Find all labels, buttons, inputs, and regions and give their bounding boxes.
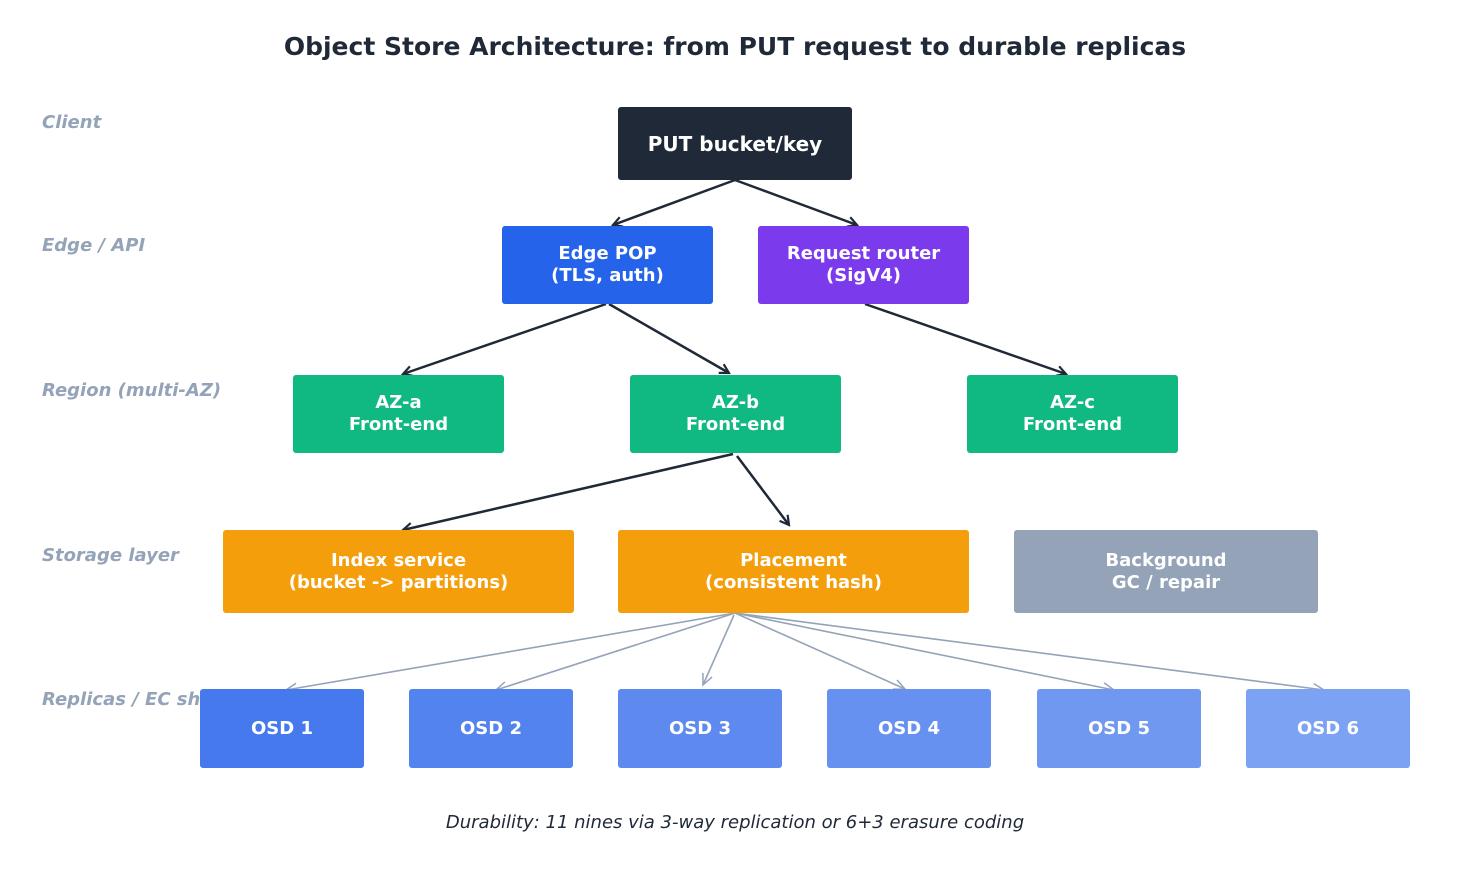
node-placement-label: Placement (consistent hash) [705, 549, 882, 593]
node-az-a-label: AZ-a Front-end [348, 392, 449, 435]
node-placement: Placement (consistent hash) [618, 530, 969, 613]
node-osd-2: OSD 2 [409, 689, 573, 768]
node-osd-5-label: OSD 5 [1088, 717, 1150, 739]
node-osd-5: OSD 5 [1037, 689, 1201, 768]
diagram-title: Object Store Architecture: from PUT requ… [283, 32, 1187, 61]
node-osd-3: OSD 3 [618, 689, 782, 768]
node-request-router: Request router (SigV4) [758, 226, 969, 304]
node-az-c-label: AZ-c Front-end [1022, 392, 1123, 435]
node-background-gc-repair: Background GC / repair [1014, 530, 1318, 613]
edge-placement-to-osd5 [734, 612, 1116, 694]
node-put-request: PUT bucket/key [618, 107, 852, 180]
durability-caption: Durability: 11 nines via 3-way replicati… [445, 812, 1025, 833]
edge-router-to-az-c [864, 302, 1066, 374]
node-index-service-label: Index service (bucket -> partitions) [288, 549, 509, 593]
node-az-b-label: AZ-b Front-end [685, 392, 786, 435]
layer-label-client: Client [42, 112, 102, 133]
edge-edge-pop-to-az-b [608, 302, 729, 373]
node-osd-6-label: OSD 6 [1297, 717, 1359, 739]
node-edge-pop-label: Edge POP (TLS, auth) [551, 243, 664, 286]
edge-put-to-edge-pop [613, 178, 736, 225]
layer-label-storage: Storage layer [42, 545, 179, 566]
edge-placement-to-osd6 [734, 612, 1326, 695]
layer-label-replicas: Replicas / EC shards [42, 689, 245, 710]
edge-az-b-to-index [403, 452, 734, 530]
node-osd-2-label: OSD 2 [460, 717, 522, 739]
layer-label-edge: Edge / API [42, 235, 146, 256]
edge-placement-to-osd3 [702, 614, 735, 687]
edge-put-to-router [734, 178, 857, 225]
node-osd-1-label: OSD 1 [251, 717, 313, 739]
node-osd-4-label: OSD 4 [878, 717, 940, 739]
node-az-b-front-end: AZ-b Front-end [630, 375, 841, 453]
edge-placement-to-osd1 [284, 612, 736, 694]
node-osd-4: OSD 4 [827, 689, 991, 768]
node-az-a-front-end: AZ-a Front-end [293, 375, 504, 453]
node-put-request-label: PUT bucket/key [647, 131, 823, 156]
node-osd-3-label: OSD 3 [669, 717, 731, 739]
edge-az-b-to-placement [736, 455, 789, 525]
edge-placement-to-osd2 [494, 612, 736, 693]
node-az-c-front-end: AZ-c Front-end [967, 375, 1178, 453]
layer-label-region: Region (multi-AZ) [42, 380, 222, 401]
node-request-router-label: Request router (SigV4) [786, 243, 941, 286]
node-osd-1: OSD 1 [200, 689, 364, 768]
node-osd-6: OSD 6 [1246, 689, 1410, 768]
node-edge-pop: Edge POP (TLS, auth) [502, 226, 713, 304]
node-background-label: Background GC / repair [1105, 549, 1227, 593]
node-index-service: Index service (bucket -> partitions) [223, 530, 574, 613]
edge-edge-pop-to-az-a [403, 302, 607, 374]
edge-placement-to-osd4 [734, 612, 907, 690]
